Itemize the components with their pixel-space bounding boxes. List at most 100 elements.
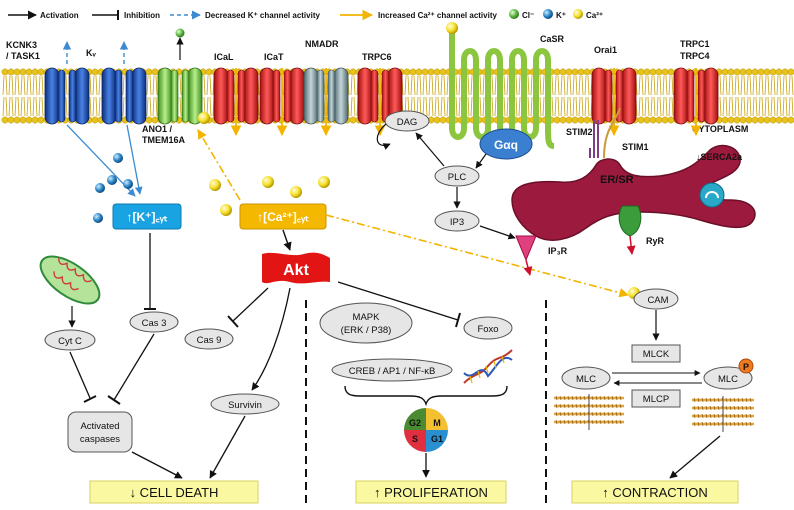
gq-pathway: DAG Gαq PLC IP3 xyxy=(376,110,533,240)
myosin-head xyxy=(607,411,610,417)
lipid-tail xyxy=(17,75,20,96)
g2-phase-quadrant xyxy=(404,408,426,430)
myosin-head xyxy=(725,413,728,419)
phosphate-label: P xyxy=(743,362,749,372)
myosin-head xyxy=(749,405,752,411)
lipid-head xyxy=(727,68,735,76)
gaq-to-plc-arrow xyxy=(475,153,487,169)
lipid-tail xyxy=(11,96,14,117)
myosin-head xyxy=(701,405,704,411)
serca-pump-icon xyxy=(699,182,725,208)
lipid-tail xyxy=(419,75,422,96)
legend-decreased-k-label: Decreased K⁺ channel activity xyxy=(205,11,320,20)
orai1-channel-right-subunit xyxy=(621,67,637,125)
lipid-tail xyxy=(740,96,743,117)
myosin-head xyxy=(709,413,712,419)
myosin-head xyxy=(717,405,720,411)
myosin-head xyxy=(737,421,740,427)
lipid-tail xyxy=(587,96,590,117)
myosin-head xyxy=(603,411,606,417)
lipid-tail xyxy=(731,75,734,96)
g1-phase-quadrant xyxy=(426,430,448,452)
lipid-tail xyxy=(434,96,437,117)
serca-pump-arc xyxy=(705,191,719,199)
stim2-coil xyxy=(589,120,599,158)
caspases-to-death-arrow xyxy=(131,451,183,479)
lipid-tail xyxy=(638,75,641,96)
icat-channel-right-subunit xyxy=(289,67,305,125)
label-icat: ICaT xyxy=(264,52,284,62)
lipid-tail xyxy=(5,96,8,117)
lipid-tail xyxy=(428,75,431,96)
lipid-tail xyxy=(404,75,407,96)
trpc1-trpc4-channel xyxy=(673,67,719,125)
lipid-tail xyxy=(749,75,752,96)
lipid-head xyxy=(433,116,441,124)
ca-ball-icon xyxy=(220,204,232,216)
lipid-tail xyxy=(446,96,449,117)
dag-label: DAG xyxy=(397,117,418,128)
nmadr-channel-inner-subunit xyxy=(327,69,336,123)
lipid-tail xyxy=(668,75,671,96)
lipid-tail xyxy=(722,96,725,117)
ca-ball-icon xyxy=(209,179,221,191)
myosin-head xyxy=(611,403,614,409)
icat-channel-inner-subunit xyxy=(272,69,281,123)
lipid-tail xyxy=(542,96,545,117)
myosin-head xyxy=(697,397,700,403)
orai1-channel-inner-subunit xyxy=(615,69,624,123)
lipid-tail xyxy=(563,75,566,96)
mlc-right-label: MLC xyxy=(718,374,738,385)
myosin-head xyxy=(737,413,740,419)
lipid-tail xyxy=(776,75,779,96)
lipid-head xyxy=(19,68,27,76)
legend-ca-ball-icon xyxy=(573,9,583,19)
cam-label: CAM xyxy=(647,295,668,306)
casr-ca-ball xyxy=(446,22,458,34)
k-accumulation xyxy=(66,124,143,223)
g2-label: G2 xyxy=(409,418,421,428)
lipid-head xyxy=(349,68,357,76)
mlc-left-node xyxy=(561,366,611,390)
lipid-tail xyxy=(785,96,788,117)
myosin-head xyxy=(567,411,570,417)
ip3-label: IP3 xyxy=(450,217,464,228)
lipid-tail xyxy=(761,96,764,117)
lipid-tail xyxy=(467,96,470,117)
lipid-head xyxy=(1,68,9,76)
m-phase-quadrant xyxy=(426,408,448,430)
lipid-head xyxy=(31,68,39,76)
lipid-head xyxy=(733,116,741,124)
ca-ball-icon xyxy=(318,176,330,188)
er-sr-label: ER/SR xyxy=(600,174,634,186)
legend-increased-ca-label: Increased Ca²⁺ channel activity xyxy=(378,11,497,20)
lipid-tail xyxy=(440,75,443,96)
myosin-head xyxy=(729,397,732,403)
lipid-tail xyxy=(446,75,449,96)
lipid-tail xyxy=(752,75,755,96)
lipid-tail xyxy=(98,75,101,96)
dag-node xyxy=(384,110,430,132)
label-ical: ICaL xyxy=(214,52,234,62)
lipid-tail xyxy=(434,75,437,96)
akt-inhibits-cas9-bar xyxy=(227,315,239,328)
lipid-head xyxy=(415,68,423,76)
mlcp-node xyxy=(631,389,681,408)
trpc6-channel xyxy=(357,67,403,125)
gaq-label: Gαq xyxy=(494,138,518,152)
myosin-head xyxy=(737,405,740,411)
lipid-tail xyxy=(14,75,17,96)
lipid-tail xyxy=(146,75,149,96)
lipid-tail xyxy=(578,96,581,117)
label-stim1: STIM1 xyxy=(622,142,649,152)
lipid-tail xyxy=(584,75,587,96)
lipid-head xyxy=(667,68,675,76)
lipid-tail xyxy=(422,96,425,117)
ion-flux-arrows xyxy=(62,28,702,137)
lipid-tail xyxy=(515,75,518,96)
k-cyt-box-bg xyxy=(112,203,182,230)
myosin-head xyxy=(579,395,582,401)
k-cyt-label: ↑[K⁺]꜀ᵧₜ xyxy=(126,210,168,224)
lipid-tail xyxy=(743,75,746,96)
lipid-head xyxy=(757,68,765,76)
